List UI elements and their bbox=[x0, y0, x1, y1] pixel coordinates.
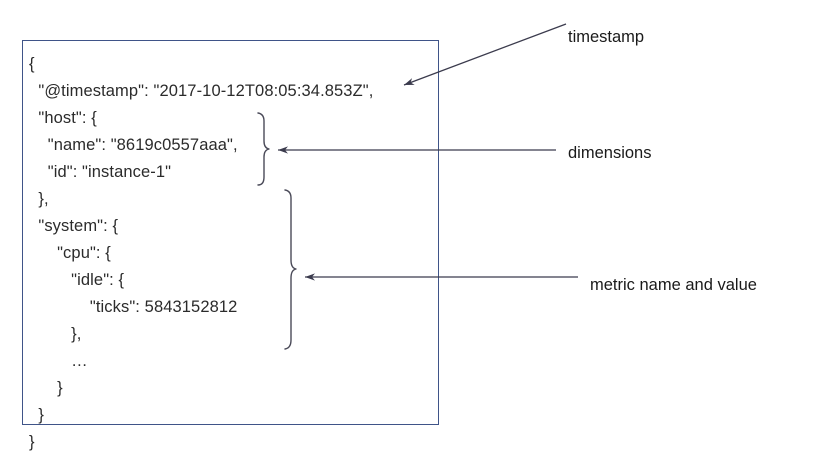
diagram-canvas: { "@timestamp": "2017-10-12T08:05:34.853… bbox=[22, 23, 757, 451]
json-document-text: { "@timestamp": "2017-10-12T08:05:34.853… bbox=[29, 55, 374, 451]
json-document-box: { "@timestamp": "2017-10-12T08:05:34.853… bbox=[22, 40, 439, 451]
annotation-label-metric: metric name and value bbox=[590, 276, 757, 294]
annotation-label-timestamp: timestamp bbox=[568, 28, 645, 46]
annotation-label-dimensions: dimensions bbox=[568, 144, 652, 162]
